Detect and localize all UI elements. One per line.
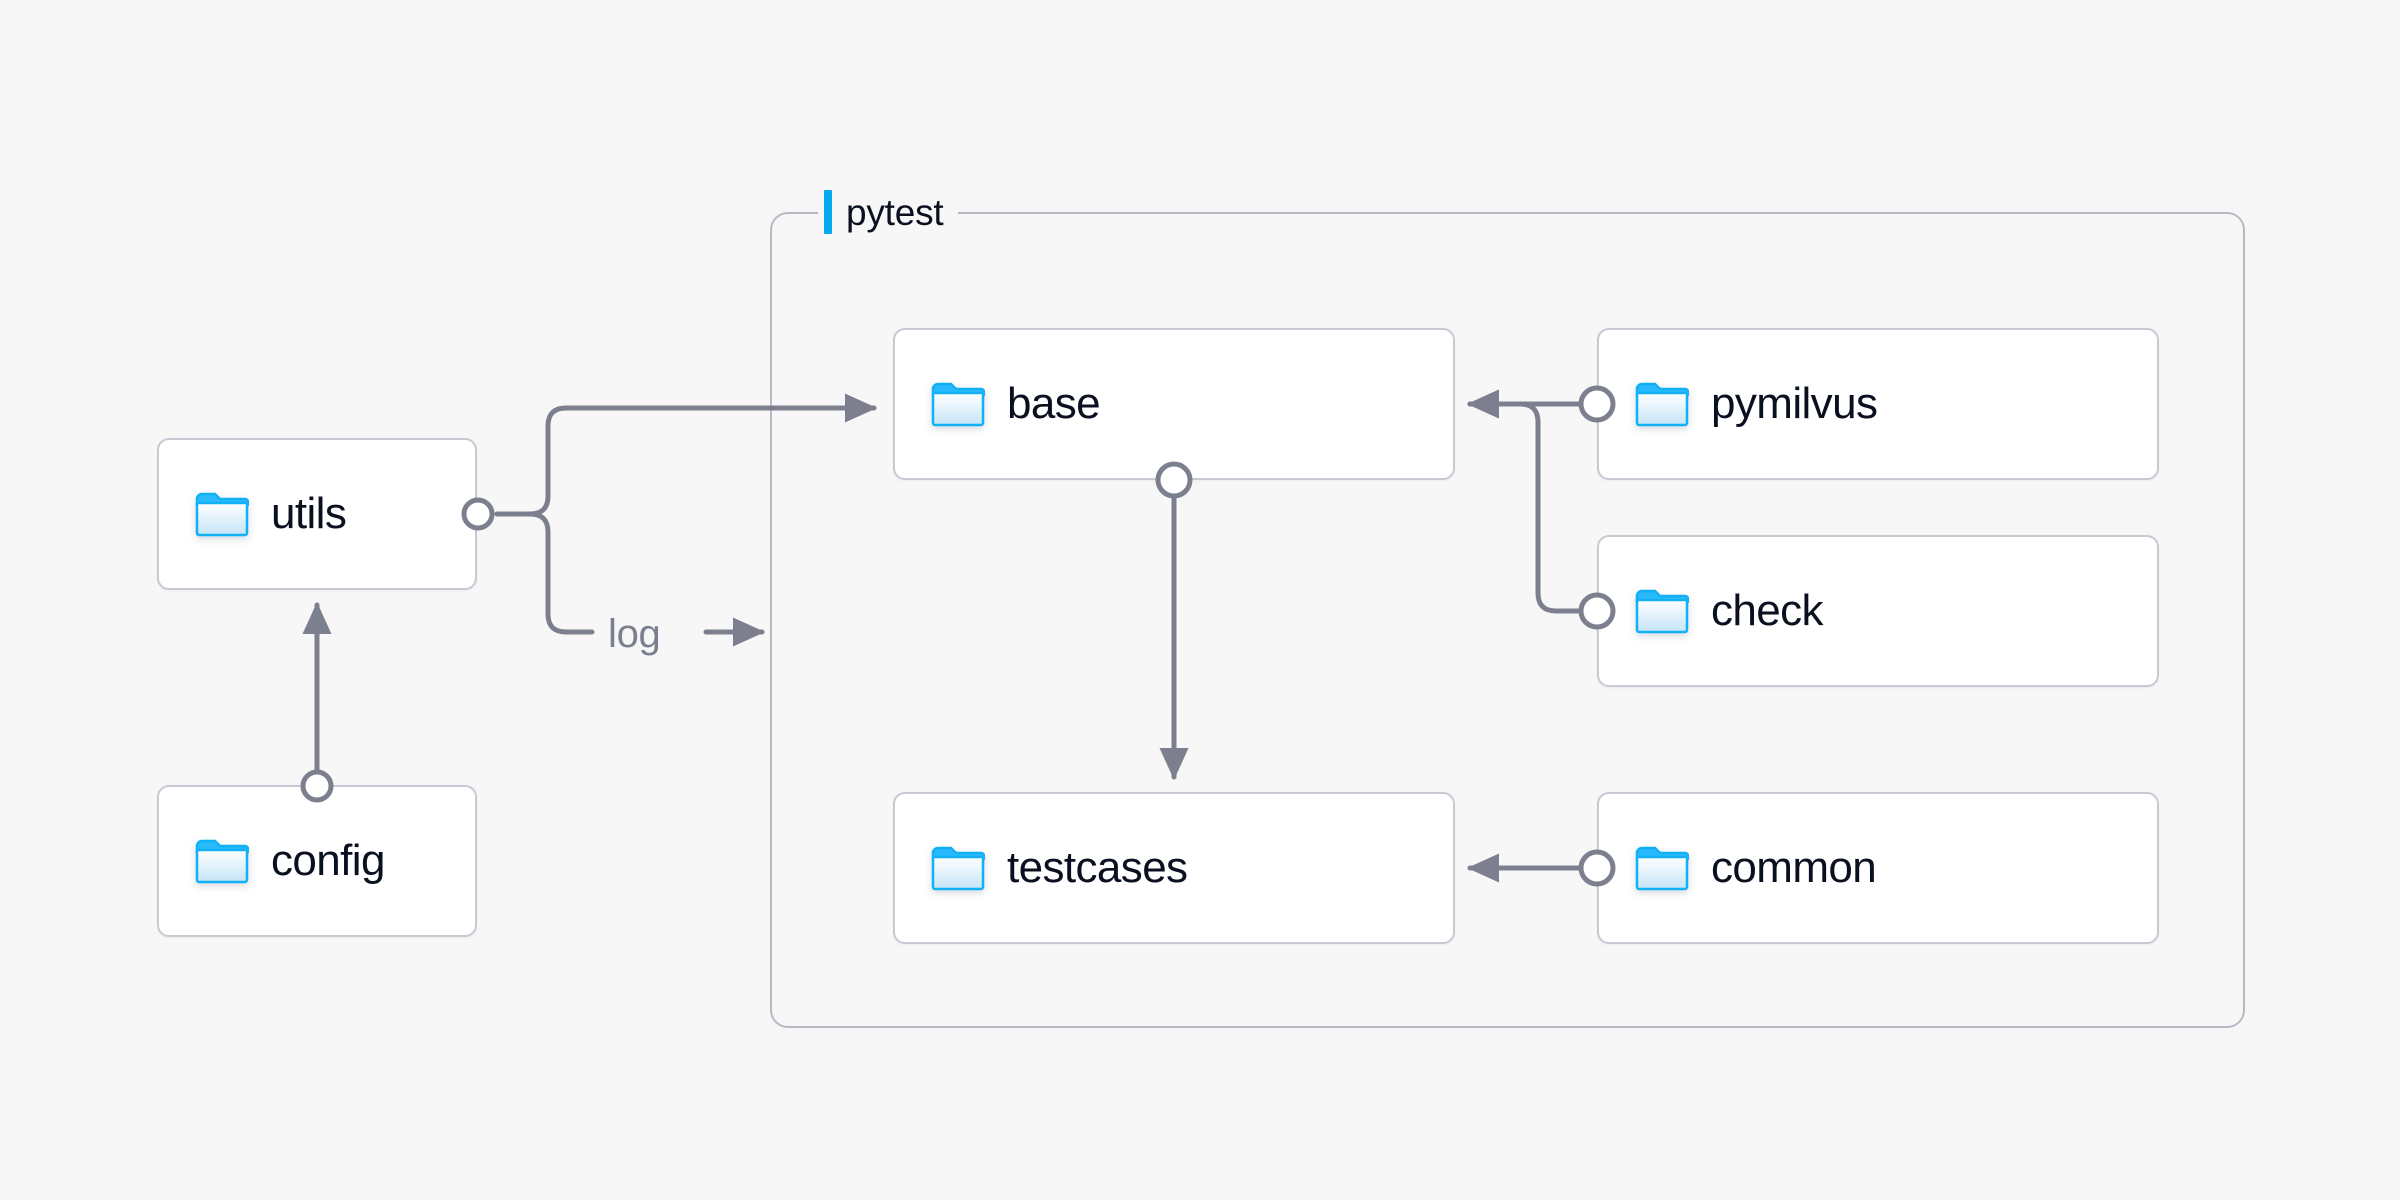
group-pytest-label: pytest bbox=[818, 190, 958, 234]
edge-utils-to-log bbox=[494, 511, 595, 635]
node-label: config bbox=[271, 836, 385, 885]
folder-icon bbox=[931, 845, 986, 891]
node-label: pymilvus bbox=[1711, 379, 1878, 428]
group-pytest[interactable] bbox=[770, 212, 2245, 1028]
accent-bar-icon bbox=[824, 190, 832, 234]
node-label: base bbox=[1007, 379, 1101, 428]
node-config[interactable]: config bbox=[157, 785, 477, 937]
node-label: common bbox=[1711, 843, 1877, 892]
folder-icon bbox=[1635, 588, 1690, 634]
folder-icon bbox=[1635, 845, 1690, 891]
node-base[interactable]: base bbox=[893, 328, 1455, 480]
node-utils[interactable]: utils bbox=[157, 438, 477, 590]
folder-icon bbox=[931, 381, 986, 427]
node-label: testcases bbox=[1007, 843, 1188, 892]
node-label: check bbox=[1711, 586, 1824, 635]
folder-icon bbox=[195, 838, 250, 884]
node-check[interactable]: check bbox=[1597, 535, 2159, 687]
group-label-text: pytest bbox=[846, 191, 944, 233]
node-common[interactable]: common bbox=[1597, 792, 2159, 944]
node-pymilvus[interactable]: pymilvus bbox=[1597, 328, 2159, 480]
edge-label-log: log bbox=[600, 612, 669, 656]
node-testcases[interactable]: testcases bbox=[893, 792, 1455, 944]
node-label: utils bbox=[271, 489, 347, 538]
folder-icon bbox=[1635, 381, 1690, 427]
folder-icon bbox=[195, 491, 250, 537]
